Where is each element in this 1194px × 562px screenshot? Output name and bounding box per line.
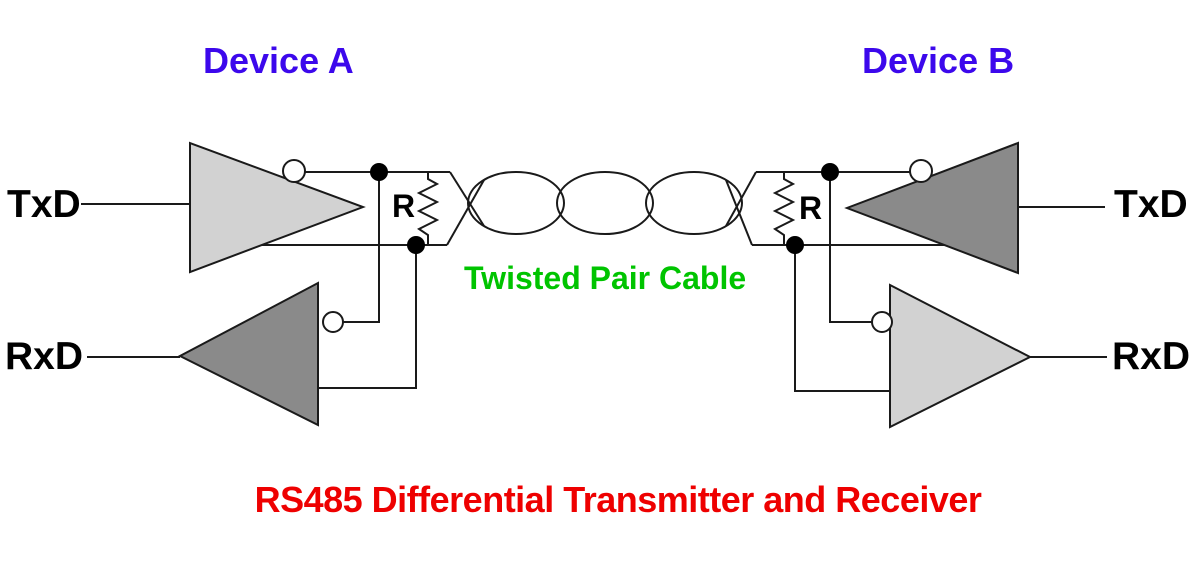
device-b-receiver-triangle xyxy=(889,283,1033,429)
termination-resistor-right-symbol xyxy=(772,172,796,245)
device-a-receiver-triangle xyxy=(177,281,319,427)
wire-group xyxy=(81,171,1107,392)
device-a-label: Device A xyxy=(203,40,354,81)
termination-resistor-left-label: R xyxy=(392,188,415,224)
twisted-pair-loop-2 xyxy=(556,171,654,235)
cable-left-twist-line-bottom xyxy=(446,179,485,246)
device-b-transmitter-triangle xyxy=(844,141,1019,275)
device-b-receiver-top-branch-wire xyxy=(829,172,872,323)
device-b-label: Device B xyxy=(862,40,1014,81)
device-b-receiver-bottom-branch-wire xyxy=(794,245,890,392)
device-a-receiver-top-branch-wire xyxy=(343,172,380,323)
diagram-title: RS485 Differential Transmitter and Recei… xyxy=(255,479,982,520)
junction-dot-right-bottom xyxy=(786,236,804,254)
device-a-receiver-inverting-bubble-icon xyxy=(322,311,344,333)
twisted-pair-cable-label: Twisted Pair Cable xyxy=(464,260,746,296)
termination-resistor-right-label: R xyxy=(799,190,822,226)
device-a-rxd-label: RxD xyxy=(5,335,83,378)
device-b-receiver-inverting-bubble-icon xyxy=(871,311,893,333)
twisted-pair-loop-1 xyxy=(467,171,565,235)
device-a-transmitter-inverting-bubble-icon xyxy=(282,159,306,183)
device-a-receiver-bottom-branch-wire xyxy=(318,245,417,389)
device-b-txd-label: TxD xyxy=(1114,183,1188,226)
junction-dot-right-top xyxy=(821,163,839,181)
device-b-transmitter-inverting-bubble-icon xyxy=(909,159,933,183)
junction-dot-left-top xyxy=(370,163,388,181)
junction-dot-left-bottom xyxy=(407,236,425,254)
twisted-pair-loop-3 xyxy=(645,171,743,235)
device-a-transmitter-triangle xyxy=(189,141,366,274)
device-b-rxd-label: RxD xyxy=(1112,335,1190,378)
cable-left-twist-line-top xyxy=(449,171,485,227)
device-a-txd-label: TxD xyxy=(7,183,81,226)
termination-resistor-left-symbol xyxy=(416,172,440,245)
